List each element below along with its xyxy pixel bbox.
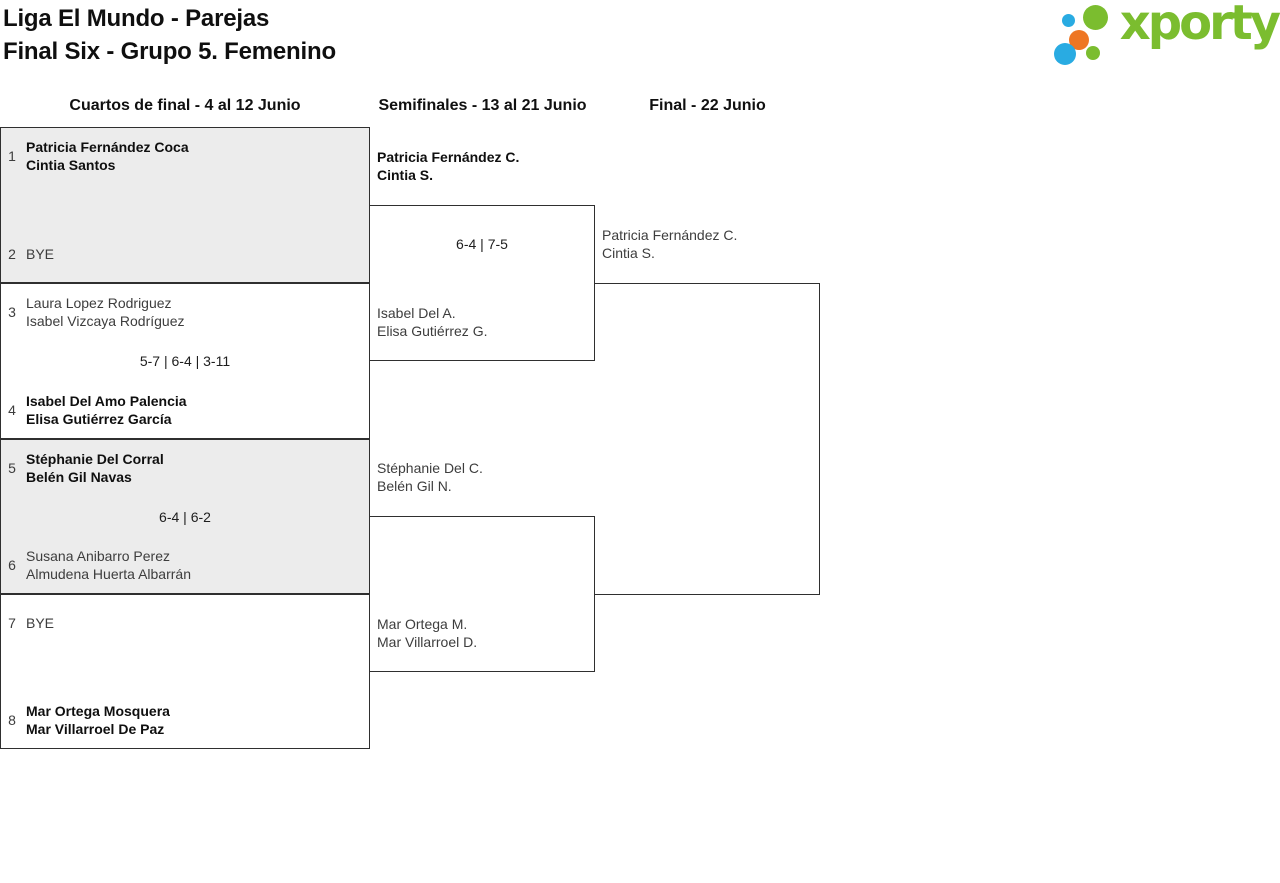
player-name: Cintia Santos: [26, 157, 116, 173]
seed-number: 2: [8, 246, 16, 262]
player-name: Isabel Vizcaya Rodríguez: [26, 313, 185, 329]
player-name: Isabel Del Amo Palencia: [26, 393, 187, 409]
match-semifinal-1: 6-4 | 7-5: [369, 205, 595, 361]
seed-number: 6: [8, 557, 16, 573]
player-name: BYE: [26, 615, 55, 631]
match-score: 6-4 | 6-2: [159, 508, 211, 525]
match-score: 6-4 | 7-5: [456, 236, 508, 252]
player-name: Cintia S.: [377, 167, 434, 183]
team-entry: 8 Mar Ortega Mosquera Mar Villarroel De …: [1, 701, 369, 739]
tournament-title-line1: Liga El Mundo - Parejas: [3, 5, 270, 32]
team-entry: 1 Patricia Fernández Coca Cintia Santos: [1, 137, 369, 175]
player-name: Mar Villarroel De Paz: [26, 721, 165, 737]
match-score: 5-7 | 6-4 | 3-11: [139, 353, 231, 369]
team-entry: 7 BYE: [1, 604, 369, 642]
match-quarterfinal-4: 7 BYE 8 Mar Ortega Mosquera Mar Villarro…: [0, 594, 370, 749]
seed-number: 3: [8, 304, 16, 320]
round-header-semifinals: Semifinales - 13 al 21 Junio: [378, 97, 587, 114]
player-name: BYE: [26, 246, 55, 262]
team-entry: Patricia Fernández C. Cintia S.: [377, 148, 519, 184]
player-name: Elisa Gutiérrez G.: [377, 323, 488, 339]
logo-dot-orange-icon: [1069, 30, 1089, 50]
logo-dot-blue-small-icon: [1062, 14, 1075, 27]
logo-dot-green-large-icon: [1083, 5, 1108, 30]
logo-dot-blue-large-icon: [1054, 43, 1076, 65]
player-name: Stéphanie Del Corral: [26, 451, 164, 467]
team-entry: Mar Ortega M. Mar Villarroel D.: [377, 615, 477, 651]
seed-number: 7: [8, 615, 16, 631]
player-name: Almudena Huerta Albarrán: [26, 566, 191, 582]
player-name: Mar Villarroel D.: [377, 634, 478, 650]
team-entry: Stéphanie Del C. Belén Gil N.: [377, 459, 483, 495]
player-name: Cintia S.: [602, 245, 655, 261]
player-name: Susana Anibarro Perez: [26, 548, 170, 564]
match-quarterfinal-1: 1 Patricia Fernández Coca Cintia Santos …: [0, 127, 370, 283]
player-name: Patricia Fernández Coca: [26, 139, 189, 155]
seed-number: 1: [8, 148, 16, 164]
tournament-title-line2: Final Six - Grupo 5. Femenino: [3, 38, 336, 65]
match-semifinal-2: [369, 516, 595, 672]
team-entry: 4 Isabel Del Amo Palencia Elisa Gutiérre…: [1, 391, 369, 429]
player-name: Mar Ortega Mosquera: [26, 703, 170, 719]
seed-number: 5: [8, 460, 16, 476]
round-header-quarterfinals: Cuartos de final - 4 al 12 Junio: [69, 97, 301, 114]
logo-dot-green-small-icon: [1086, 46, 1100, 60]
player-name: Patricia Fernández C.: [377, 149, 520, 165]
player-name: Stéphanie Del C.: [377, 460, 483, 476]
player-name: Belén Gil Navas: [26, 469, 132, 485]
player-name: Mar Ortega M.: [377, 616, 468, 632]
player-name: Isabel Del A.: [377, 305, 456, 321]
tournament-title: Liga El Mundo - Parejas Final Six - Grup…: [3, 2, 336, 68]
player-name: Belén Gil N.: [377, 478, 452, 494]
round-header-final: Final - 22 Junio: [649, 97, 766, 114]
player-name: Patricia Fernández C.: [602, 227, 738, 243]
match-quarterfinal-2: 3 Laura Lopez Rodriguez Isabel Vizcaya R…: [0, 283, 370, 439]
team-entry: 5 Stéphanie Del Corral Belén Gil Navas: [1, 449, 369, 487]
player-name: Laura Lopez Rodriguez: [26, 295, 172, 311]
player-name: Elisa Gutiérrez García: [26, 411, 172, 427]
team-entry: 6 Susana Anibarro Perez Almudena Huerta …: [1, 546, 369, 584]
match-quarterfinal-3: 5 Stéphanie Del Corral Belén Gil Navas 6…: [0, 439, 370, 594]
seed-number: 8: [8, 712, 16, 728]
logo-wordmark: xporty: [1119, 0, 1280, 51]
team-entry: Isabel Del A. Elisa Gutiérrez G.: [377, 304, 487, 340]
xporty-logo[interactable]: xporty: [1050, 0, 1280, 72]
match-final: [595, 283, 820, 595]
seed-number: 4: [8, 402, 16, 418]
team-entry: 3 Laura Lopez Rodriguez Isabel Vizcaya R…: [1, 293, 369, 331]
team-entry: Patricia Fernández C. Cintia S.: [602, 226, 737, 262]
team-entry: 2 BYE: [1, 235, 369, 273]
